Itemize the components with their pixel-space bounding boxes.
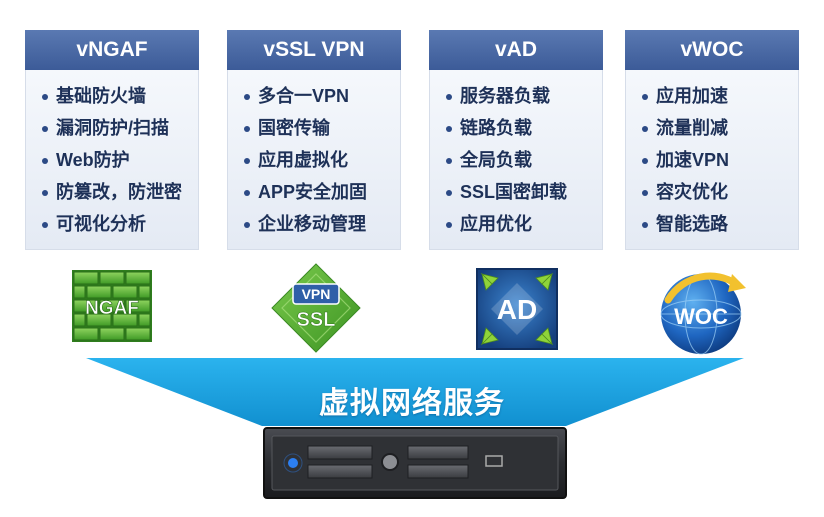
list-item: 可视化分析: [40, 212, 198, 236]
ad-icon-label: AD: [497, 294, 537, 325]
woc-icon-label: WOC: [674, 304, 728, 329]
ngaf-icon-label: NGAF: [85, 298, 139, 319]
feature-list: 服务器负载 链路负载 全局负载 SSL国密卸载 应用优化: [430, 70, 602, 236]
list-item: 企业移动管理: [242, 212, 400, 236]
list-item: SSL国密卸载: [444, 180, 602, 204]
feature-list: 基础防火墙 漏洞防护/扫描 Web防护 防篡改，防泄密 可视化分析: [26, 70, 198, 236]
card-title: vNGAF: [25, 30, 199, 70]
woc-globe-icon: WOC: [660, 272, 746, 355]
virtual-network-banner: [86, 358, 744, 426]
list-item: 应用虚拟化: [242, 148, 400, 172]
ngaf-firewall-icon: NGAF: [72, 270, 152, 342]
ssl-icon-label: SSL: [297, 309, 336, 331]
card-vad: vAD 服务器负载 链路负载 全局负载 SSL国密卸载 应用优化: [429, 30, 603, 250]
feature-list: 应用加速 流量削减 加速VPN 容灾优化 智能选路: [626, 70, 798, 236]
list-item: 服务器负载: [444, 84, 602, 108]
card-body: 多合一VPN 国密传输 应用虚拟化 APP安全加固 企业移动管理: [227, 70, 401, 250]
card-title: vSSL VPN: [227, 30, 401, 70]
card-title: vAD: [429, 30, 603, 70]
list-item: 基础防火墙: [40, 84, 198, 108]
list-item: 国密传输: [242, 116, 400, 140]
feature-list: 多合一VPN 国密传输 应用虚拟化 APP安全加固 企业移动管理: [228, 70, 400, 236]
list-item: APP安全加固: [242, 180, 400, 204]
card-vwoc: vWOC 应用加速 流量削减 加速VPN 容灾优化 智能选路: [625, 30, 799, 250]
card-vsslvpn: vSSL VPN 多合一VPN 国密传输 应用虚拟化 APP安全加固 企业移动管…: [227, 30, 401, 250]
list-item: 应用加速: [640, 84, 798, 108]
ad-load-balancer-icon: AD: [476, 268, 558, 350]
banner-title: 虚拟网络服务: [319, 387, 505, 420]
card-body: 基础防火墙 漏洞防护/扫描 Web防护 防篡改，防泄密 可视化分析: [25, 70, 199, 250]
card-title: vWOC: [625, 30, 799, 70]
card-body: 应用加速 流量削减 加速VPN 容灾优化 智能选路: [625, 70, 799, 250]
list-item: 智能选路: [640, 212, 798, 236]
list-item: 应用优化: [444, 212, 602, 236]
list-item: 流量削减: [640, 116, 798, 140]
vpn-icon-label: VPN: [302, 286, 331, 302]
ssl-vpn-icon: VPN SSL: [271, 263, 361, 353]
server-icon: [263, 427, 567, 499]
list-item: 多合一VPN: [242, 84, 400, 108]
list-item: 链路负载: [444, 116, 602, 140]
list-item: 加速VPN: [640, 148, 798, 172]
list-item: Web防护: [40, 148, 198, 172]
list-item: 容灾优化: [640, 180, 798, 204]
list-item: 防篡改，防泄密: [40, 180, 198, 204]
card-body: 服务器负载 链路负载 全局负载 SSL国密卸载 应用优化: [429, 70, 603, 250]
card-vngaf: vNGAF 基础防火墙 漏洞防护/扫描 Web防护 防篡改，防泄密 可视化分析: [25, 30, 199, 250]
list-item: 全局负载: [444, 148, 602, 172]
list-item: 漏洞防护/扫描: [40, 116, 198, 140]
